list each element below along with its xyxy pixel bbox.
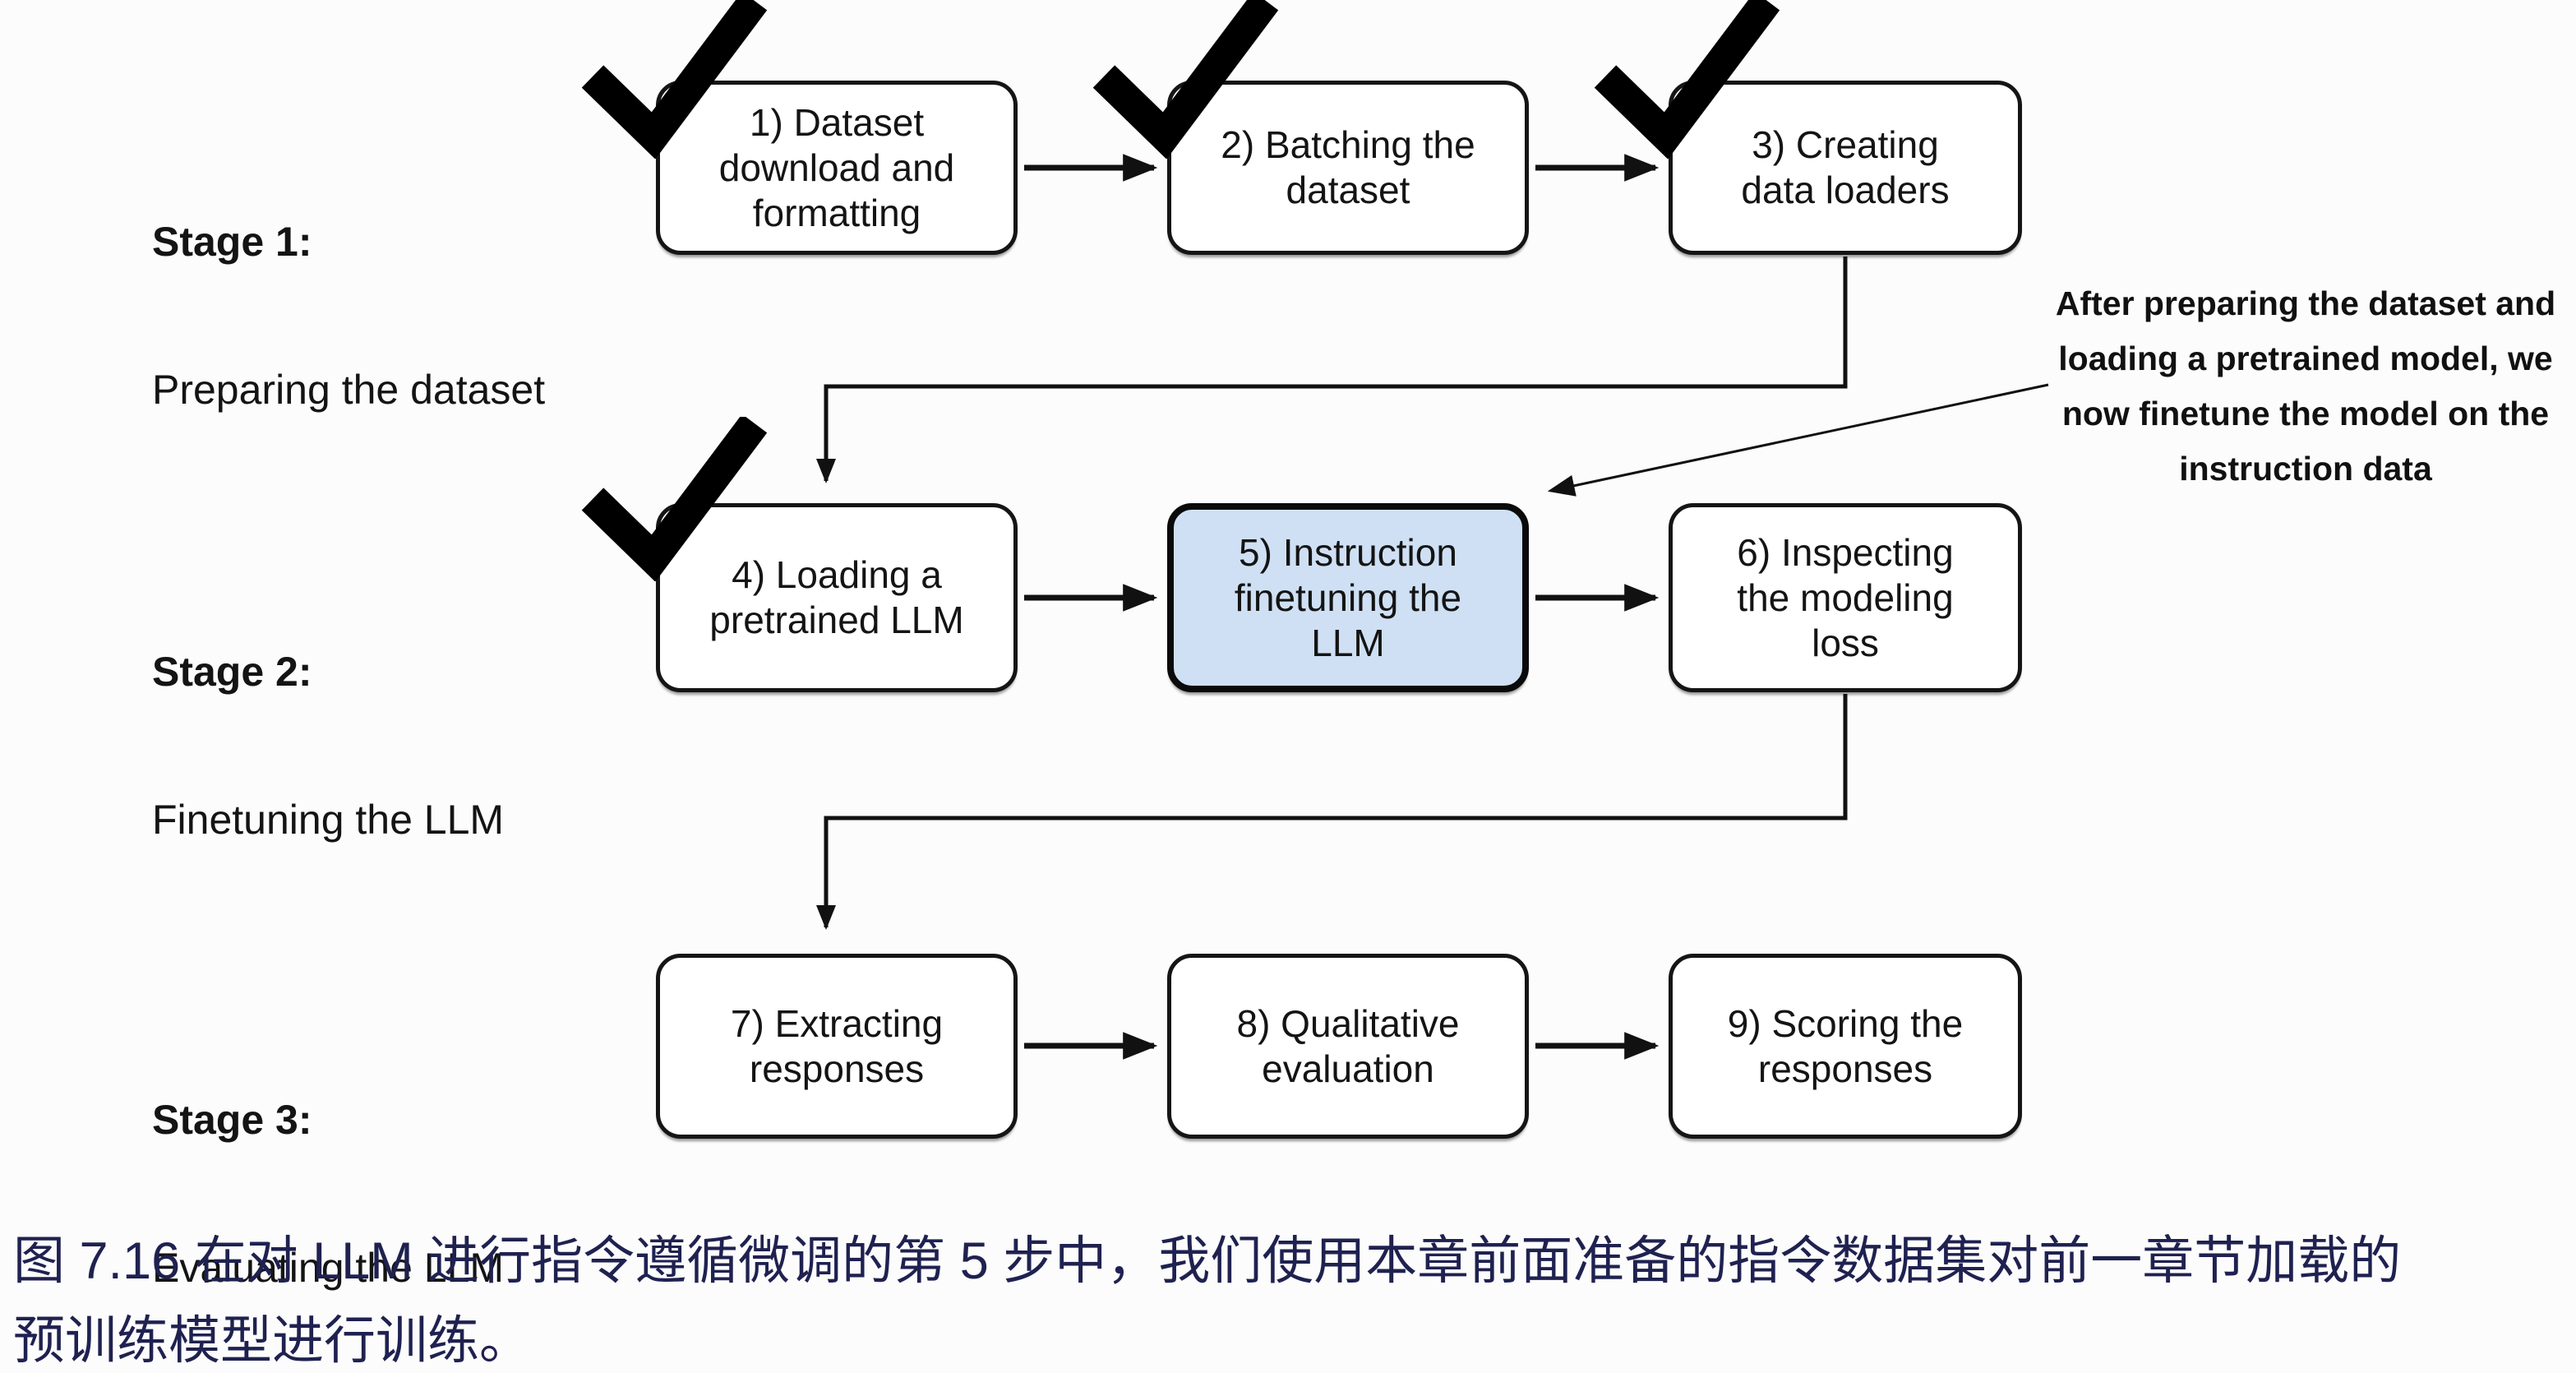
flow-box-3-label: 3) Creating data loaders [1741, 123, 1950, 211]
stage-3-subtitle: Evaluating the LLM [152, 1245, 505, 1291]
flow-box-4-label: 4) Loading a pretrained LLM [709, 553, 964, 641]
stage-3-label: Stage 3: Evaluating the LLM [152, 996, 645, 1373]
stage-3-title: Stage 3: [152, 1097, 312, 1143]
flow-box-6-label: 6) Inspecting the modeling loss [1737, 530, 1954, 664]
stage-1-label: Stage 1: Preparing the dataset [152, 118, 645, 513]
stage-2-label: Stage 2: Finetuning the LLM [152, 548, 645, 943]
flow-box-2-label: 2) Batching the dataset [1221, 123, 1475, 211]
flow-box-7-label: 7) Extracting responses [730, 1001, 944, 1090]
stage-1-title: Stage 1: [152, 219, 312, 265]
stage-2-title: Stage 2: [152, 649, 312, 695]
flow-box-1-dataset-download: 1) Dataset download and formatting [656, 81, 1018, 255]
flow-box-5-label: 5) Instruction finetuning the LLM [1234, 530, 1462, 664]
flow-box-7-extracting-responses: 7) Extracting responses [656, 954, 1018, 1139]
checkmark-icon [581, 417, 767, 581]
checkmark-icon [1594, 0, 1780, 159]
figure-caption: 图 7.16 在对 LLM 进行指令遵循微调的第 5 步中，我们使用本章前面准备… [13, 1232, 2402, 1370]
connector-box6-box7 [816, 694, 1848, 930]
flow-box-1-label: 1) Dataset download and formatting [718, 100, 955, 234]
checkmark-icon [1092, 0, 1278, 159]
stage-2-subtitle: Finetuning the LLM [152, 797, 505, 843]
annotation-note: After preparing the dataset and loading … [2055, 284, 2556, 488]
flow-box-9-label: 9) Scoring the responses [1727, 1001, 1964, 1090]
flow-box-8-label: 8) Qualitative evaluation [1236, 1001, 1460, 1090]
stage-1-subtitle: Preparing the dataset [152, 367, 546, 413]
connector-box3-box4 [816, 257, 1848, 483]
flow-box-5-instruction-finetuning: 5) Instruction finetuning the LLM [1167, 503, 1529, 692]
annotation-arrow [1547, 383, 2049, 497]
flow-box-9-scoring-responses: 9) Scoring the responses [1669, 954, 2022, 1139]
flow-box-2-batching-dataset: 2) Batching the dataset [1167, 81, 1529, 255]
flow-box-4-loading-pretrained-llm: 4) Loading a pretrained LLM [656, 503, 1018, 692]
flow-box-3-creating-data-loaders: 3) Creating data loaders [1669, 81, 2022, 255]
flow-box-6-inspecting-loss: 6) Inspecting the modeling loss [1669, 503, 2022, 692]
flow-box-8-qualitative-evaluation: 8) Qualitative evaluation [1167, 954, 1529, 1139]
checkmark-icon [581, 0, 767, 159]
